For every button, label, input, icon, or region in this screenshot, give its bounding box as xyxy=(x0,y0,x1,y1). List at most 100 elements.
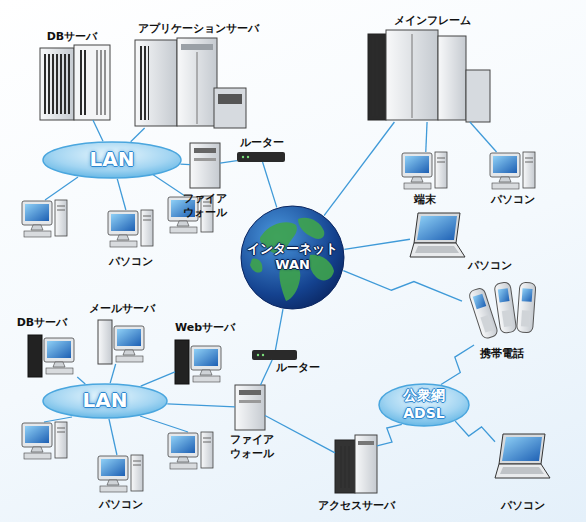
device-label: ルーター xyxy=(276,361,320,375)
firewall-illustration xyxy=(239,390,261,395)
network-label: 公衆網 ADSL xyxy=(393,387,455,423)
lan-wire xyxy=(44,417,72,422)
phone-illustration xyxy=(468,287,499,339)
device-label: パソコン xyxy=(468,259,512,273)
access-server-illustration xyxy=(335,440,355,493)
db-server-illustration xyxy=(40,45,110,120)
application-server-illustration xyxy=(135,40,177,126)
pc-illustration xyxy=(402,152,447,189)
globe-land xyxy=(309,255,334,281)
device-label: メールサーバ xyxy=(89,302,155,316)
device-label: 携帯電話 xyxy=(480,347,524,361)
terminal: 端末 xyxy=(402,152,448,189)
access-server-illustration xyxy=(355,435,377,493)
db-server: DBサーバ xyxy=(40,45,110,120)
firewall-illustration xyxy=(194,148,216,153)
network-link xyxy=(220,161,237,164)
laptop: パソコン xyxy=(495,434,550,478)
router-illustration xyxy=(252,350,297,360)
firewall: ファイア ウォール xyxy=(190,143,220,188)
application-server-illustration xyxy=(214,88,246,128)
mainframe-illustration xyxy=(368,30,490,122)
mobile-phone: 携帯電話 xyxy=(462,278,542,345)
device-label: ルーター xyxy=(240,136,284,150)
mainframe-illustration xyxy=(466,70,490,122)
network-link xyxy=(265,415,335,452)
laptop-illustration xyxy=(410,213,465,257)
mainframe-illustration xyxy=(386,30,438,120)
network-link xyxy=(426,122,427,152)
pc-illustration xyxy=(108,210,153,247)
firewall: ファイア ウォール xyxy=(235,385,265,430)
db-server-illustration xyxy=(40,48,74,120)
pc-illustration xyxy=(22,422,67,459)
ellipse-outline xyxy=(43,384,167,418)
server-illustration xyxy=(98,320,112,364)
firewall-illustration xyxy=(194,158,216,161)
application-server-illustration xyxy=(177,38,217,126)
pc-illustration xyxy=(168,432,213,469)
globe-land xyxy=(298,218,324,239)
device-label: DBサーバ xyxy=(47,30,98,44)
lan-wire xyxy=(152,174,185,196)
device-label: パソコン xyxy=(109,255,153,269)
network-link xyxy=(93,120,103,141)
network-link xyxy=(167,404,235,407)
firewall-illustration xyxy=(235,385,265,430)
mainframe-illustration xyxy=(370,38,384,116)
mainframe-illustration xyxy=(412,34,413,118)
wireless-link xyxy=(455,421,495,442)
firewall-illustration xyxy=(190,143,220,188)
db-server-illustration xyxy=(74,45,110,120)
application-server-illustration xyxy=(135,38,246,128)
access-server: アクセスサーバ xyxy=(335,435,377,493)
network-link xyxy=(117,179,126,210)
network-label: インターネット WAN xyxy=(244,241,342,274)
network-link xyxy=(109,419,117,455)
ellipse-outline xyxy=(43,142,181,178)
device-label: DBサーバ xyxy=(17,316,68,330)
router: ルーター xyxy=(252,350,297,360)
access-server-illustration xyxy=(335,435,377,493)
network-link xyxy=(263,162,277,207)
device-label: ファイア ウォール xyxy=(225,433,279,461)
phone-illustration xyxy=(494,282,517,334)
device-label: メインフレーム xyxy=(394,14,471,28)
network-link xyxy=(261,360,273,385)
router-illustration xyxy=(242,156,244,158)
application-server-illustration xyxy=(139,46,149,120)
device-label: Webサーバ xyxy=(175,321,235,335)
server-illustration xyxy=(114,326,144,362)
device-label: パソコン xyxy=(491,193,535,207)
globe-land xyxy=(250,259,262,273)
mainframe: メインフレーム xyxy=(368,30,490,122)
network-link xyxy=(110,364,115,383)
internet-globe: インターネット WAN xyxy=(240,205,345,310)
device-label: アクセスサーバ xyxy=(318,499,395,513)
device-label: アプリケーションサーバ xyxy=(138,22,259,36)
router: ルーター xyxy=(237,152,285,162)
network-link xyxy=(131,128,145,142)
lan-wire xyxy=(140,416,188,432)
pc: パソコン xyxy=(98,455,144,492)
router-illustration xyxy=(237,152,285,162)
mainframe-illustration xyxy=(438,36,466,120)
network-link xyxy=(180,163,190,165)
pc-illustration xyxy=(22,152,535,492)
router-illustration xyxy=(262,354,264,356)
pc-illustration xyxy=(490,152,535,189)
server-illustration xyxy=(44,338,74,374)
mainframe-illustration xyxy=(368,34,386,120)
network-label: LAN xyxy=(83,388,128,414)
device-label: パソコン xyxy=(99,498,143,512)
network-link xyxy=(344,239,410,249)
router-illustration xyxy=(257,354,259,356)
phone-illustration xyxy=(468,282,536,340)
application-server-illustration xyxy=(218,94,242,104)
firewall-illustration xyxy=(239,400,261,403)
application-server: アプリケーションサーバ xyxy=(135,38,246,128)
lan-wire xyxy=(45,177,78,200)
access-server-illustration xyxy=(358,441,374,445)
